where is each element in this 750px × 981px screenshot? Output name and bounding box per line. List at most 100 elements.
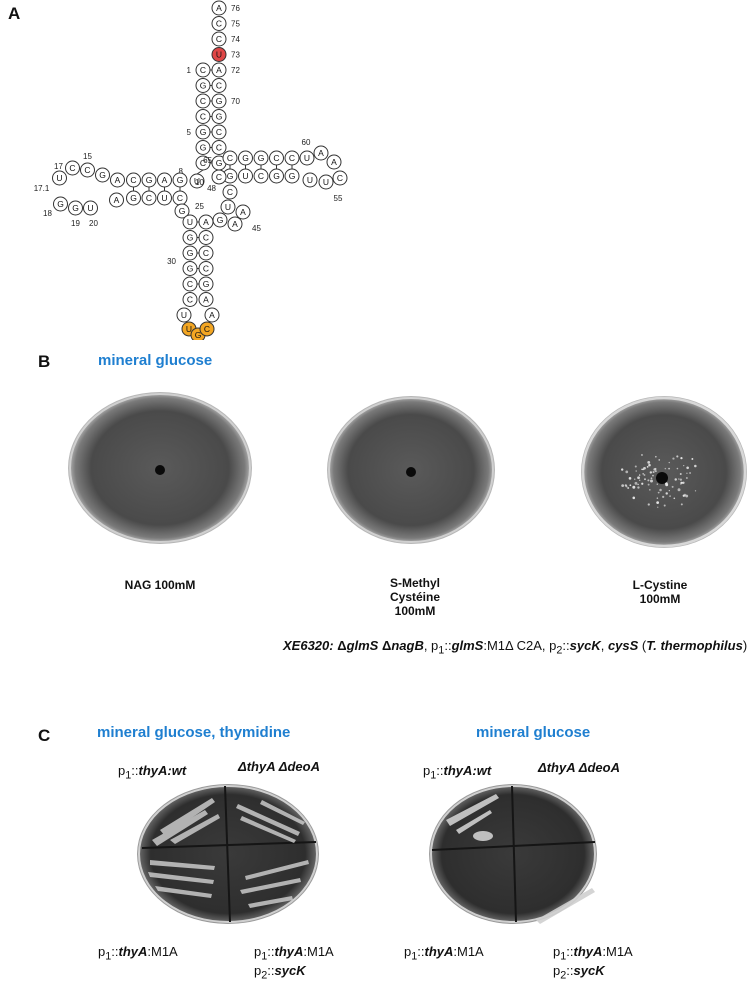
acceptor-stem-base: C [211,140,227,155]
svg-text:U: U [187,217,193,227]
position-number: 48 [207,184,216,193]
anticodon-base-36: C [199,321,215,337]
petri-dish-nag [68,392,252,544]
colony-streaks [446,794,595,924]
label-p1-thya-wt-left: p1::thyA:wt [118,763,187,782]
svg-text:G: G [217,215,224,225]
d-stem-base: U [157,190,172,206]
position-number: 8 [179,167,184,176]
variable-loop-base: C [222,184,238,200]
condition-label-2: S-Methyl Cystéine 100mM [389,576,441,618]
variable-loop-base: U [220,199,236,215]
svg-text:C: C [84,165,90,175]
panel-c-medium-right: mineral glucose [476,724,591,741]
svg-text:A: A [114,195,120,205]
svg-text:G: G [242,153,249,163]
anticodon-stem-base: U [182,214,198,230]
svg-text:C: C [337,173,343,183]
svg-text:G: G [200,127,207,137]
svg-text:U: U [186,324,192,334]
anticodon-stem-base: C [198,230,214,245]
svg-text:G: G [146,175,153,185]
petri-dish-glucose [429,784,597,924]
acceptor-stem-base: C [211,78,227,93]
panel-letter-c: C [38,726,51,745]
svg-text:G: G [216,112,223,122]
svg-text:C: C [203,264,209,274]
svg-text:C: C [216,81,222,91]
d-loop-base: C [80,162,95,178]
d-loop-base: C [65,160,80,176]
anticodon-stem-base: G [182,261,198,276]
svg-text:C: C [227,153,233,163]
petri-dish-row-b [68,392,747,548]
colony-streaks [148,798,309,908]
d-loop-base: G [68,200,83,216]
label-p1-thya-m1a-right: p1::thyA:M1A [404,944,484,963]
svg-text:G: G [187,264,194,274]
label-p1-thya-m1a-p2-sycK-right: p1::thyA:M1A p2::sycK [553,944,633,981]
t-stem-base: C [222,150,238,166]
svg-text:A: A [162,175,168,185]
acceptor-base: C [211,31,227,47]
svg-text:A: A [240,207,246,217]
position-number: 45 [252,224,261,233]
svg-text:U: U [56,173,62,183]
svg-text:C: C [216,172,222,182]
petri-dish-l-cystine [581,396,747,548]
junction-base: C [211,169,227,185]
svg-text:C: C [203,233,209,243]
svg-text:C: C [289,153,295,163]
svg-text:C: C [203,248,209,258]
antibiotic-well [406,467,416,477]
anticodon-stem-base: C [182,276,198,292]
d-loop-base: A [110,172,125,188]
svg-text:C: C [200,158,206,168]
t-stem-base: U [238,168,253,184]
acceptor-stem-base: C [195,62,211,78]
anticodon-loop-base: C [182,292,198,307]
acceptor-base: C [211,16,227,31]
d-stem-base: G [141,172,157,188]
position-number: 19 [71,219,80,228]
svg-text:G: G [177,175,184,185]
position-number: 18 [43,209,52,218]
anticodon-stem-base: A [198,214,214,230]
svg-text:G: G [258,153,265,163]
position-number: 17.1 [34,184,50,193]
acceptor-stem-base: G [195,140,211,155]
position-number: 72 [231,66,240,75]
growth-halo-speckles [621,454,697,508]
svg-text:A: A [318,148,324,158]
svg-text:C: C [227,187,233,197]
svg-text:U: U [194,176,200,186]
svg-text:C: C [216,127,222,137]
svg-text:C: C [187,295,193,305]
t-loop-base: A [326,154,342,170]
acceptor-stem-base: G [195,124,211,140]
petri-dish-row-c [137,784,597,924]
position-number: 65 [203,156,212,165]
svg-text:C: C [130,175,136,185]
svg-text:U: U [181,310,187,320]
svg-text:A: A [216,65,222,75]
svg-text:G: G [179,206,186,216]
label-p1-thya-m1a-p2-sycK-left: p1::thyA:M1A p2::sycK [254,944,334,981]
svg-text:C: C [177,193,183,203]
position-number: 15 [83,152,92,161]
position-number: 34 [179,339,188,340]
d-stem-base: C [126,172,141,188]
d-loop-base: G [95,167,110,183]
position-number: 75 [231,20,240,29]
t-stem-base: G [269,168,284,184]
t-loop-base: U [299,150,315,166]
position-number: 25 [195,202,204,211]
svg-text:A: A [331,157,337,167]
acceptor-stem-base: A [211,62,227,78]
t-stem-base: C [253,168,269,184]
anticodon-stem-base: C [198,261,214,276]
position-number: 74 [231,35,240,44]
svg-text:G: G [130,193,137,203]
d-stem-base: A [157,172,172,188]
svg-text:U: U [323,177,329,187]
